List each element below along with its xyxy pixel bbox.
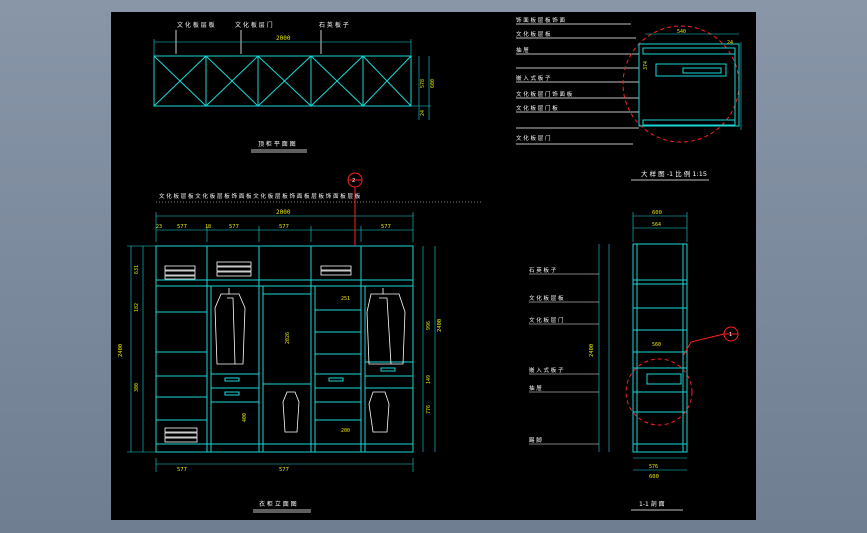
front-bottom-bay-1: 577	[177, 467, 187, 473]
cad-drawing: 文 化 板 层 板 文 化 板 层 门 石 英 板 子 2000 578 600…	[118, 16, 742, 513]
detail-callout-5: 嵌 入 式 板 子	[516, 74, 551, 82]
front-bay-2: 577	[229, 224, 239, 230]
detail-dim-24: 24	[727, 40, 733, 46]
top-right-dim-1: 578	[420, 79, 426, 88]
drawing-canvas[interactable]: 文 化 板 层 板 文 化 板 层 门 石 英 板 子 2000 578 600…	[111, 12, 756, 520]
detail-dim-374: 374	[643, 61, 649, 70]
front-hang-996: 996	[426, 321, 432, 330]
top-callout-3: 石 英 板 子	[319, 21, 349, 29]
plan-view-title: 顶 柜 平 面 图	[258, 140, 296, 148]
detail-callout-1: 饰 面 板 层 板 饰 面	[516, 16, 565, 24]
front-shelf-300: 300	[134, 383, 140, 392]
section-callout-4: 嵌 入 式 板 子	[529, 366, 564, 374]
section-view	[529, 212, 739, 511]
front-height: 2400	[118, 344, 124, 357]
detail-title: 大 样 图 -1 比 例 1:15	[641, 169, 707, 178]
detail-view	[516, 23, 742, 181]
front-overall-width: 2000	[276, 209, 291, 216]
front-gap: 18	[205, 224, 211, 230]
front-hang-776: 776	[426, 405, 432, 414]
front-shelf-251: 251	[341, 296, 350, 302]
section-callout-2: 文 化 板 层 板	[529, 294, 564, 302]
section-callout-1: 石 英 板 子	[529, 266, 557, 274]
section-height: 2400	[589, 344, 595, 357]
detail-callout-3: 抽 屉	[516, 46, 529, 54]
detail-callout-4: 文 化 板 层 门 饰 面 板	[516, 90, 573, 98]
section-top-dim: 600	[652, 210, 662, 216]
top-overall-width: 2000	[276, 35, 291, 42]
detail-callout-7: 文 化 板 层 门	[516, 134, 551, 142]
front-bay-3: 577	[279, 224, 289, 230]
top-callout-2: 文 化 板 层 门	[235, 21, 273, 29]
section-marker[interactable]: 1	[729, 332, 732, 338]
front-view-title: 衣 柜 立 面 图	[259, 500, 297, 508]
front-bay-4: 577	[381, 224, 391, 230]
front-edge: 23	[156, 224, 162, 230]
section-title: 1-1 剖 面	[639, 500, 665, 508]
top-right-dim-2: 600	[430, 79, 436, 88]
section-callout-3: 文 化 板 层 门	[529, 316, 564, 324]
front-shelf-182: 182	[134, 303, 140, 312]
front-elevation	[127, 172, 481, 513]
top-right-dim-3: 24	[420, 110, 426, 116]
detail-callout-6: 文 化 板 层 门 板	[516, 104, 558, 112]
front-shelf-200: 200	[341, 428, 350, 434]
detail-callout-2: 文 化 板 层 板	[516, 30, 551, 38]
front-drawer-149: 149	[426, 375, 432, 384]
section-callout-5: 抽 屉	[529, 384, 542, 392]
front-bottom-bay-3: 577	[279, 467, 289, 473]
front-shelf-631: 631	[134, 265, 140, 274]
front-height-right: 2400	[437, 319, 443, 332]
front-callouts: 文 化 板 层 板 文 化 板 层 板 饰 面 板 文 化 板 层 板 饰 面 …	[159, 192, 361, 200]
front-section-marker[interactable]: 2	[352, 178, 355, 184]
section-inner-dim: 564	[652, 222, 661, 228]
front-shelf-400: 400	[242, 413, 248, 422]
section-bottom-1: 576	[649, 464, 658, 470]
top-callout-1: 文 化 板 层 板	[177, 21, 215, 29]
detail-dim-540: 540	[677, 29, 686, 35]
top-plan-view	[153, 30, 431, 153]
section-bottom-2: 600	[649, 474, 659, 480]
front-hang-2026: 2026	[285, 332, 291, 344]
section-callout-6: 踢 脚	[529, 436, 542, 444]
section-mid-dim: 560	[652, 342, 661, 348]
front-bay-1: 577	[177, 224, 187, 230]
